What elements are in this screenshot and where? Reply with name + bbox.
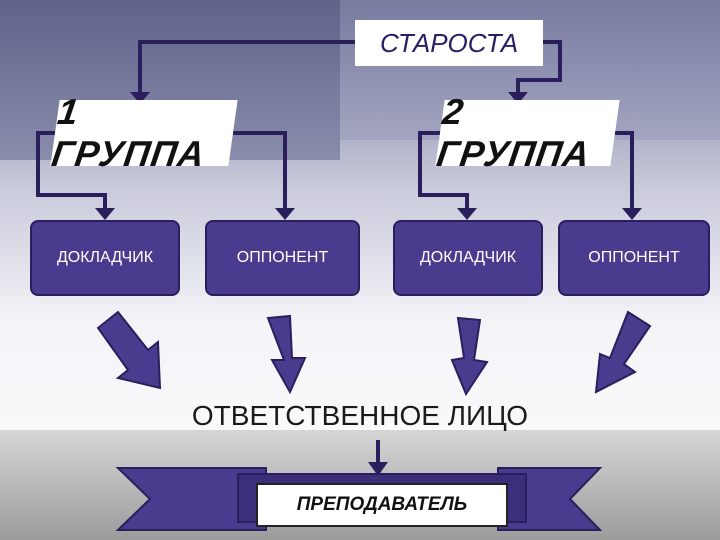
- group-2-label: 2 ГРУППА: [434, 91, 593, 174]
- group-1-box: 1 ГРУППА: [49, 91, 238, 174]
- role-label-1: ДОКЛАДЧИК: [56, 249, 154, 266]
- responsible-label: ОТВЕТСТВЕННОЕ ЛИЦО: [191, 400, 529, 431]
- role-label-3: ДОКЛАДЧИК: [419, 249, 517, 266]
- arrow-1: [96, 310, 162, 390]
- arrow-4: [594, 310, 652, 394]
- arrow-2: [266, 314, 307, 395]
- group-2-box: 2 ГРУППА: [434, 91, 620, 174]
- role-box-4: ОППОНЕНТ: [558, 220, 710, 296]
- role-label-4: ОППОНЕНТ: [588, 249, 680, 266]
- role-box-1: ДОКЛАДЧИК: [30, 220, 180, 296]
- arrow-3: [450, 316, 489, 397]
- role-box-2: ОППОНЕНТ: [205, 220, 360, 296]
- role-box-3: ДОКЛАДЧИК: [393, 220, 543, 296]
- head-box: СТАРОСТА: [355, 20, 543, 66]
- group-1-label: 1 ГРУППА: [49, 91, 208, 174]
- head-label: СТАРОСТА: [379, 27, 519, 58]
- role-label-2: ОППОНЕНТ: [236, 249, 329, 266]
- teacher-label: ПРЕПОДАВАТЕЛЬ: [296, 494, 468, 515]
- teacher-box: ПРЕПОДАВАТЕЛЬ: [256, 483, 508, 527]
